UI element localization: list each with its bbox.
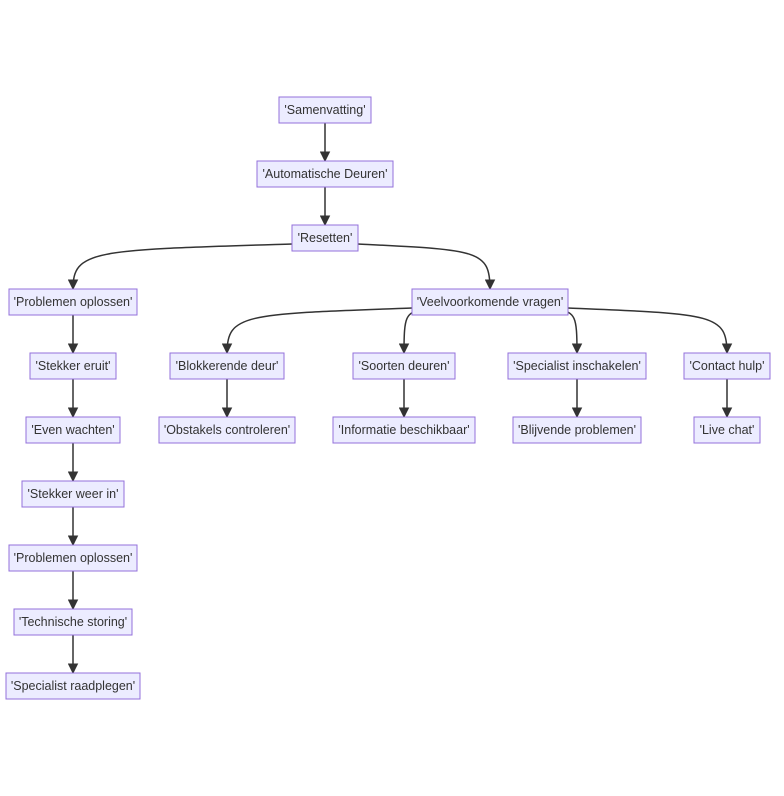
node-specialist-raadplegen: 'Specialist raadplegen' xyxy=(5,672,141,700)
node-label: 'Problemen oplossen' xyxy=(14,295,133,309)
node-technische-storing: 'Technische storing' xyxy=(13,608,133,636)
node-label: 'Automatische Deuren' xyxy=(263,167,388,181)
node-label: 'Even wachten' xyxy=(31,423,114,437)
node-label: 'Problemen oplossen' xyxy=(14,551,133,565)
node-label: 'Obstakels controleren' xyxy=(164,423,290,437)
edge-resetten-to-veelvoorkomende_vragen xyxy=(357,243,496,291)
node-informatie-beschikbaar: 'Informatie beschikbaar' xyxy=(332,416,476,444)
node-label: 'Blokkerende deur' xyxy=(176,359,279,373)
node-label: 'Blijvende problemen' xyxy=(518,423,636,437)
node-samenvatting: 'Samenvatting' xyxy=(278,96,372,124)
node-label: 'Veelvoorkomende vragen' xyxy=(417,295,564,309)
node-stekker-eruit: 'Stekker eruit' xyxy=(29,352,117,380)
node-stekker-weer-in: 'Stekker weer in' xyxy=(21,480,125,508)
node-automatische-deuren: 'Automatische Deuren' xyxy=(256,160,394,188)
node-label: 'Technische storing' xyxy=(19,615,127,629)
node-soorten-deuren: 'Soorten deuren' xyxy=(352,352,456,380)
node-live-chat: 'Live chat' xyxy=(693,416,761,444)
node-label: 'Soorten deuren' xyxy=(359,359,450,373)
node-label: 'Resetten' xyxy=(298,231,353,245)
node-even-wachten: 'Even wachten' xyxy=(25,416,121,444)
node-label: 'Informatie beschikbaar' xyxy=(338,423,469,437)
edge-veelvoorkomende_vragen-to-contact_hulp xyxy=(567,307,733,355)
node-blijvende-problemen: 'Blijvende problemen' xyxy=(512,416,642,444)
node-label: 'Live chat' xyxy=(700,423,755,437)
node-problemen-oplossen-2: 'Problemen oplossen' xyxy=(8,544,138,572)
edge-veelvoorkomende_vragen-to-blokkerende_deur xyxy=(221,307,413,355)
node-resetten: 'Resetten' xyxy=(291,224,359,252)
node-veelvoorkomende-vragen: 'Veelvoorkomende vragen' xyxy=(411,288,569,316)
node-label: 'Stekker eruit' xyxy=(36,359,111,373)
node-label: 'Samenvatting' xyxy=(284,103,365,117)
node-specialist-inschakelen: 'Specialist inschakelen' xyxy=(507,352,647,380)
node-problemen-oplossen-1: 'Problemen oplossen' xyxy=(8,288,138,316)
node-label: 'Specialist inschakelen' xyxy=(513,359,641,373)
node-obstakels-controleren: 'Obstakels controleren' xyxy=(158,416,296,444)
nodes-layer: 'Samenvatting' 'Automatische Deuren' 'Re… xyxy=(5,96,771,700)
edge-resetten-to-problemen_oplossen_1 xyxy=(67,243,293,291)
node-label: 'Specialist raadplegen' xyxy=(11,679,135,693)
node-label: 'Contact hulp' xyxy=(690,359,765,373)
edges-layer xyxy=(67,123,733,675)
node-label: 'Stekker weer in' xyxy=(28,487,119,501)
node-blokkerende-deur: 'Blokkerende deur' xyxy=(169,352,285,380)
node-contact-hulp: 'Contact hulp' xyxy=(683,352,771,380)
